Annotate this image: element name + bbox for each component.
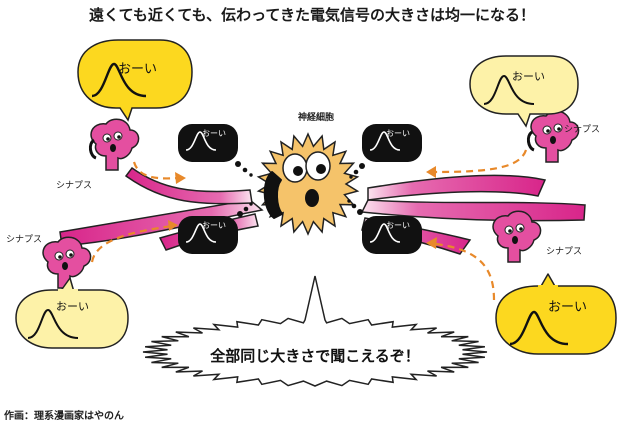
- synapse-label-top-right: シナプス: [564, 125, 601, 135]
- synapse-label-bottom-right: シナプス: [546, 247, 583, 257]
- arrow-bottom-left: [90, 224, 173, 263]
- synapse-character-top-right: [526, 110, 580, 163]
- arrow-top-left: [132, 161, 179, 180]
- speech-bubble-bottom-right: [495, 273, 617, 355]
- arrow-bottom-right: [435, 242, 496, 301]
- synapse-label-top-left: シナプス: [56, 181, 93, 191]
- chip-text-top-right: おーい: [386, 129, 410, 138]
- speech-bubble-bottom-left: [15, 277, 129, 349]
- call-text-bottom-right: おーい: [548, 300, 588, 315]
- phone-receiver-icon: [263, 171, 283, 219]
- call-text-top-left: おーい: [118, 62, 158, 77]
- signal-chip-top-right: [349, 124, 422, 179]
- chip-text-bottom-right: おーい: [386, 221, 410, 230]
- shout-bubble: [142, 275, 488, 387]
- neuron-mouth-icon: [305, 189, 319, 207]
- dendrite-left-upper-branch: [124, 166, 253, 205]
- signal-chip-top-left: [178, 124, 253, 177]
- chip-text-top-left: おーい: [202, 129, 226, 138]
- chip-text-bottom-left: おーい: [202, 221, 226, 230]
- signal-chip-bottom-right: [347, 199, 422, 254]
- arrow-top-right: [435, 149, 528, 174]
- signal-chip-bottom-left: [178, 202, 253, 254]
- call-text-bottom-left: おーい: [56, 300, 89, 313]
- speech-bubble-top-right: [469, 55, 579, 128]
- speech-bubble-top-left: [77, 39, 193, 122]
- dendrite-left: [59, 199, 264, 247]
- synapse-character-bottom-left: [42, 236, 92, 289]
- synapse-character-top-left: [88, 118, 140, 171]
- dendrite-right-upper-branch: [367, 174, 547, 201]
- page-title: 遠くても近くても、伝わってきた電気信号の大きさは均一になる！: [89, 6, 535, 24]
- neuron-cell-body: [256, 132, 360, 236]
- synapse-character-bottom-right: [492, 210, 542, 263]
- call-text-top-right: おーい: [512, 70, 545, 83]
- shout-text: 全部同じ大きさで聞こえるぞ！: [210, 347, 420, 365]
- synapse-label-bottom-left: シナプス: [6, 235, 43, 245]
- neuron-label: 神経細胞: [297, 113, 334, 123]
- credit-text: 作画：理系漫画家はやのん: [4, 411, 124, 422]
